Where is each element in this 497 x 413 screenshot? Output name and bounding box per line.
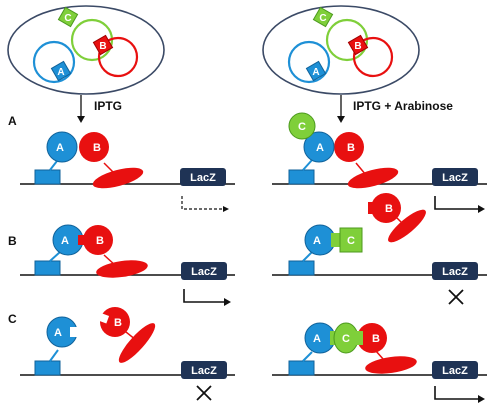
- protein-b-dbd: [92, 167, 144, 189]
- cell-left: C A B: [7, 5, 165, 95]
- cell-membrane: [7, 5, 165, 95]
- protein-b-dbd: [118, 323, 156, 363]
- plasmid-a: [287, 40, 331, 84]
- protein-b: [79, 132, 109, 162]
- gene-c-label: C: [64, 13, 71, 24]
- lacz-label: LacZ: [191, 266, 217, 278]
- induction-arrow-left: [77, 95, 85, 123]
- arrow-label-iptg: IPTG: [94, 99, 122, 113]
- lacz-box: [181, 361, 227, 379]
- lacz-box: [181, 262, 227, 280]
- gene-b-label: B: [99, 41, 106, 52]
- protein-b-label: B: [385, 203, 393, 215]
- protein-b: [334, 132, 364, 162]
- protein-b-dbd: [96, 260, 148, 278]
- expression-arrow: [434, 386, 482, 400]
- lacz-label: LacZ: [191, 365, 217, 377]
- protein-a-label: A: [56, 142, 64, 154]
- protein-a-label: A: [316, 142, 324, 154]
- row-label-b: B: [8, 234, 17, 248]
- protein-c-label: C: [298, 121, 306, 133]
- protein-a: [46, 131, 78, 163]
- gene-b-label: B: [354, 41, 361, 52]
- lacz-box: [180, 168, 226, 186]
- protein-b: [83, 225, 113, 255]
- panel-b-right: LacZ A C B: [272, 193, 487, 305]
- lacz-box: [432, 168, 478, 186]
- row-label-a: A: [8, 114, 17, 128]
- expression-arrow: [183, 289, 228, 303]
- panel-c-left: LacZ A B: [20, 307, 235, 401]
- protein-b-label: B: [372, 333, 380, 345]
- cell-membrane: [262, 5, 420, 95]
- gene-b-box: [347, 34, 369, 56]
- promoter-box: [34, 260, 61, 276]
- panel-a-left: LacZ B A: [20, 131, 235, 212]
- gene-a-label: A: [312, 67, 319, 78]
- induction-arrow-right: [337, 95, 345, 123]
- panel-b-left: LacZ B A: [20, 224, 235, 306]
- protein-b-dbd: [365, 356, 417, 374]
- protein-b: [100, 307, 130, 337]
- protein-a-label: A: [313, 235, 321, 247]
- weak-expression-arrow: [181, 196, 226, 210]
- protein-b-label: B: [347, 142, 355, 154]
- protein-a-label: A: [313, 333, 321, 345]
- lacz-box: [432, 262, 478, 280]
- protein-b: [371, 193, 401, 223]
- gene-a-box: [305, 60, 327, 82]
- protein-b-label: B: [114, 317, 122, 329]
- panel-a-right: LacZ B A C: [272, 112, 487, 213]
- lacz-label: LacZ: [442, 266, 468, 278]
- promoter-box: [288, 260, 315, 276]
- gene-c-label: C: [319, 13, 326, 24]
- gene-a-box: [50, 60, 72, 82]
- lacz-label: LacZ: [442, 172, 468, 184]
- promoter-box: [288, 360, 315, 376]
- gene-a-label: A: [57, 67, 64, 78]
- protein-b: [357, 323, 387, 353]
- lacz-label: LacZ: [190, 172, 216, 184]
- promoter-box: [34, 360, 61, 376]
- plasmid-b: [97, 36, 139, 78]
- cell-right: C A B: [262, 5, 420, 95]
- strong-expression-arrow: [434, 196, 482, 210]
- protein-a: [303, 131, 335, 163]
- no-expression-x-icon: [196, 385, 212, 401]
- lacz-label: LacZ: [442, 365, 468, 377]
- protein-c-label: C: [342, 333, 350, 345]
- plasmid-a: [32, 40, 76, 84]
- promoter-box: [288, 169, 315, 185]
- lacz-box: [432, 361, 478, 379]
- protein-b-label: B: [93, 142, 101, 154]
- protein-b-label: B: [96, 235, 104, 247]
- arrow-label-iptg-arabinose: IPTG + Arabinose: [353, 99, 453, 113]
- panel-c-right: LacZ A B C: [272, 322, 487, 403]
- protein-b-dbd: [388, 209, 426, 243]
- gene-b-box: [92, 34, 114, 56]
- gene-c-box: [312, 6, 334, 28]
- gene-c-box: [57, 6, 79, 28]
- plasmid-b: [352, 36, 394, 78]
- protein-c: [288, 112, 316, 140]
- protein-a-label: A: [54, 327, 62, 339]
- protein-c: [339, 227, 363, 253]
- no-expression-x-icon: [448, 289, 464, 305]
- protein-b-dbd: [347, 167, 399, 189]
- row-label-c: C: [8, 312, 17, 326]
- protein-a-label: A: [61, 235, 69, 247]
- protein-c-label: C: [347, 235, 355, 247]
- promoter-box: [34, 169, 61, 185]
